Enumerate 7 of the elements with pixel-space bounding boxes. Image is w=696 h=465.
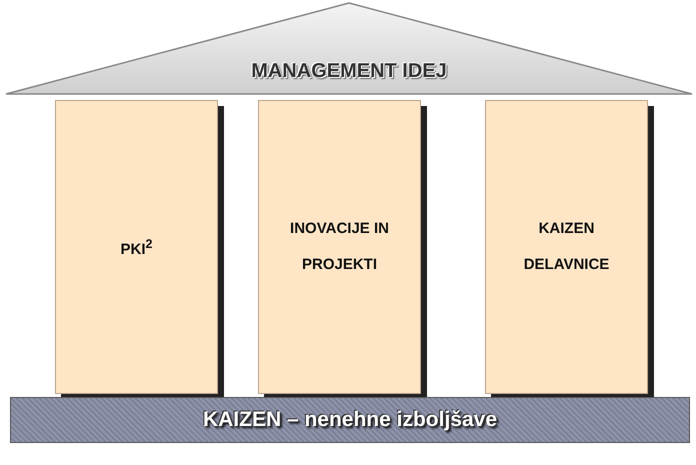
roof-label: MANAGEMENT IDEJ [251, 60, 447, 83]
foundation-label: KAIZEN – nenehne izboljšave [202, 408, 498, 432]
pillar-label: KAIZEN DELAVNICE [522, 219, 610, 275]
roof-triangle [5, 2, 693, 95]
foundation-bar [10, 397, 690, 443]
pillar-label: INOVACIJE IN PROJEKTI [289, 219, 390, 275]
pillar-label: PKI$^{2}$ [120, 236, 154, 260]
